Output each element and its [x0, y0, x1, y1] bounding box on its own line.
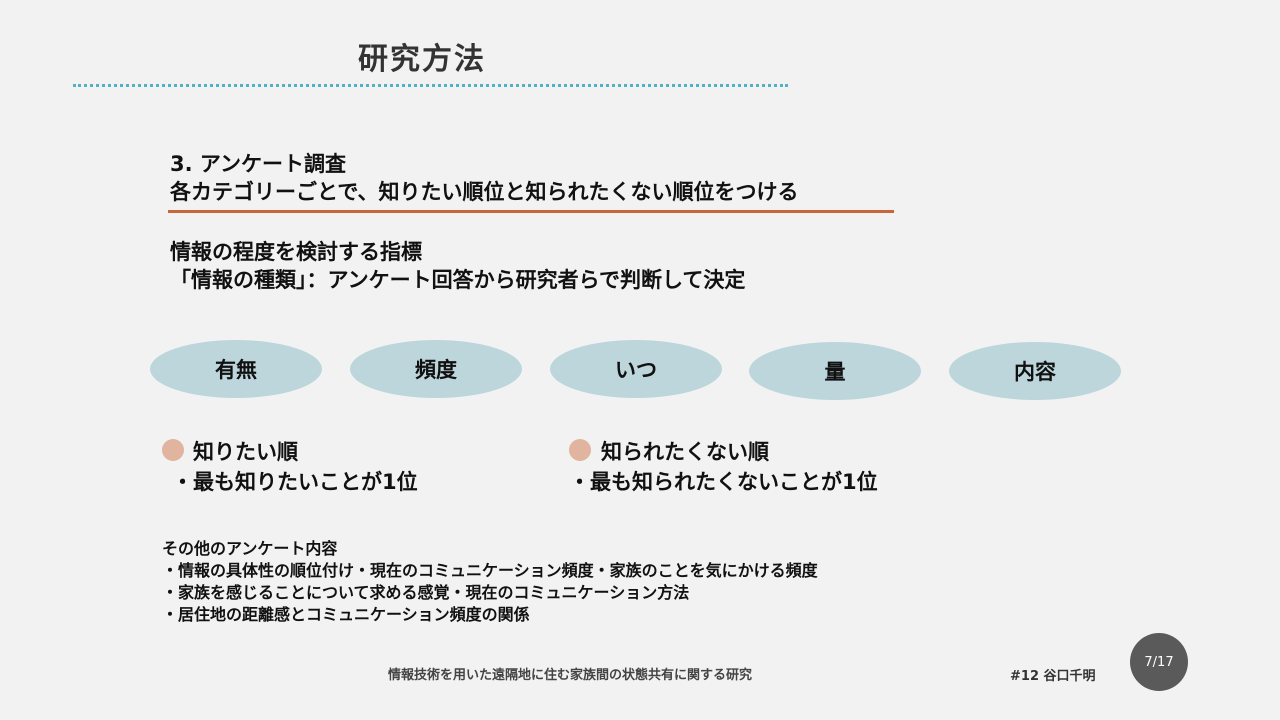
category-oval: 有無: [150, 340, 322, 398]
category-oval: 量: [749, 342, 921, 400]
other-item: ・居住地の距離感とコミュニケーション頻度の関係: [162, 605, 530, 624]
indicator-line2: 「情報の種類」：アンケート回答から研究者らで判断して決定: [170, 268, 746, 292]
bullet-circle-icon: [162, 439, 184, 461]
indicator-line1: 情報の程度を検討する指標: [170, 240, 422, 264]
category-oval: 頻度: [350, 340, 522, 398]
other-item: ・情報の具体性の順位付け・現在のコミュニケーション頻度・家族のことを気にかける頻…: [162, 561, 818, 580]
ranking-desc: ・最も知られたくないことが1位: [569, 470, 878, 494]
section-subheading: 各カテゴリーごとで、知りたい順位と知られたくない順位をつける: [170, 180, 799, 204]
section-heading: 3. アンケート調査: [170, 152, 347, 176]
author: #12 谷口千明: [1010, 669, 1096, 684]
bullet-circle-icon: [569, 439, 591, 461]
ranking-title: 知られたくない順: [601, 440, 769, 464]
page-number: 7/17: [1130, 633, 1188, 691]
research-title: 情報技術を用いた遠隔地に住む家族間の状態共有に関する研究: [388, 668, 753, 683]
other-heading: その他のアンケート内容: [162, 539, 338, 558]
subheading-underline: [168, 210, 894, 213]
category-oval: いつ: [550, 340, 722, 398]
ranking-title: 知りたい順: [193, 440, 298, 464]
category-oval: 内容: [949, 342, 1121, 400]
title-divider: [73, 84, 788, 87]
ranking-desc: ・最も知りたいことが1位: [172, 470, 418, 494]
other-item: ・家族を感じることについて求める感覚・現在のコミュニケーション方法: [162, 583, 690, 602]
slide-title: 研究方法: [358, 42, 486, 77]
